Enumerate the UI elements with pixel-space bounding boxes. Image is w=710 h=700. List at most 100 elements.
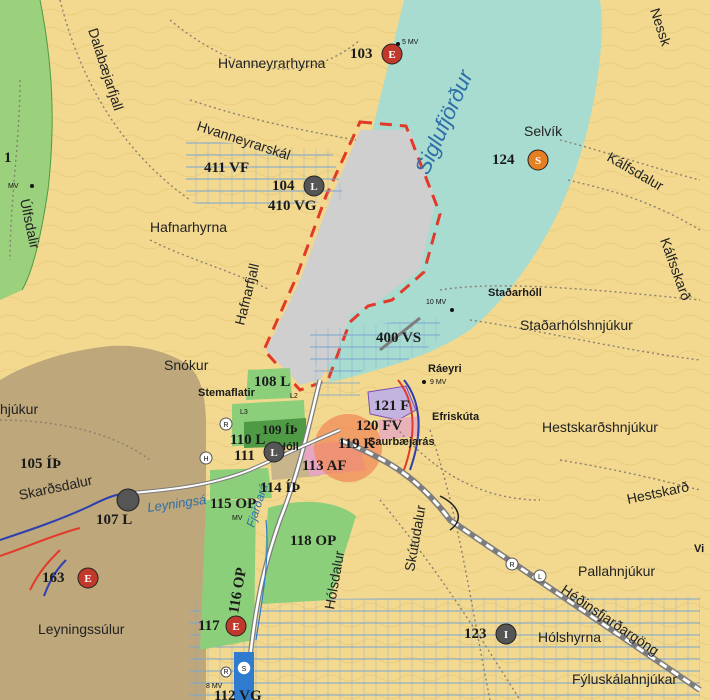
zone-114: 114 ÍÞ xyxy=(260,479,300,496)
elev-10mv: 10 MV xyxy=(426,299,447,306)
zone-121: 121 F xyxy=(374,398,409,414)
hatch-411 xyxy=(186,140,344,210)
symbol-e-103: E xyxy=(381,43,403,65)
zone-410: 410 VG xyxy=(268,198,317,214)
zone-118: 118 OP xyxy=(290,533,336,549)
label-leyningssulur: Leyningssúlur xyxy=(38,621,125,637)
label-stadarholl: Staðarhóll xyxy=(488,287,542,299)
symbol-r-letter: R xyxy=(223,422,228,429)
symbol-s-112-letter: S xyxy=(242,666,247,673)
zone-400: 400 VS xyxy=(376,330,421,346)
zone-l2: L2 xyxy=(290,393,298,400)
symbol-s-124-letter: S xyxy=(535,155,541,167)
symbol-l-tunnel: L xyxy=(533,569,547,583)
green-zone-108 xyxy=(246,368,292,400)
rivers xyxy=(0,379,420,641)
zone-l3: L3 xyxy=(240,409,248,416)
dark-green-111 xyxy=(244,418,306,448)
zone-109: 109 ÍÞ xyxy=(262,422,298,437)
label-fyluskalahnjukar: Fýluskálahnjúkar xyxy=(572,671,677,687)
zone-120: 120 FV xyxy=(356,418,402,434)
symbol-l-tunnel-letter: L xyxy=(538,574,542,581)
green-zone-115 xyxy=(210,468,272,500)
zone-123: 123 xyxy=(464,626,487,642)
label-hafnarhyrna: Hafnarhyrna xyxy=(150,219,227,235)
symbol-r-tunnel-letter: R xyxy=(509,562,514,569)
roads xyxy=(119,316,702,700)
zone-163: 163 xyxy=(42,570,65,586)
label-vi: Vi xyxy=(694,543,704,555)
label-stemaflatir: Stemaflatir xyxy=(198,387,256,399)
brown-zone-105 xyxy=(0,345,206,700)
label-hvanneyrarhyrna: Hvanneyrarhyrna xyxy=(218,55,326,71)
green-zone-116 xyxy=(200,500,256,650)
symbol-l-107 xyxy=(116,488,140,512)
zone-110: 110 L xyxy=(230,432,265,448)
symbol-l-111: L xyxy=(263,441,285,463)
zone-119: 119 K xyxy=(338,436,375,452)
zone-124: 124 xyxy=(492,152,515,168)
symbol-h-parking: H xyxy=(199,451,213,465)
label-raeyri: Ráeyri xyxy=(428,363,462,375)
label-snokur: Snókur xyxy=(164,357,209,373)
pink-zone-120 xyxy=(378,416,420,440)
zone-105: 105 ÍÞ xyxy=(20,455,61,472)
elev-dot-9 xyxy=(422,380,426,384)
green-zone-118 xyxy=(262,501,356,604)
zone-115: 115 OP xyxy=(210,496,256,512)
symbol-s-112: S xyxy=(236,660,252,676)
zone-107: 107 L xyxy=(96,512,132,528)
symbol-h-letter: H xyxy=(203,456,208,463)
label-hestskardshnjukur: Hestskarðshnjúkur xyxy=(542,419,658,435)
label-efriskuta: Efriskúta xyxy=(432,411,480,423)
zone-411: 411 VF xyxy=(204,160,249,176)
symbol-e-163: E xyxy=(77,567,99,589)
label-pallahnjukur: Pallahnjúkur xyxy=(578,563,655,579)
symbol-l-111-letter: L xyxy=(270,447,277,459)
elev-left-mv: MV xyxy=(8,183,19,190)
label-selvik: Selvík xyxy=(524,123,563,139)
symbol-l-104-letter: L xyxy=(310,181,317,193)
label-stadarholshnjukur: Staðarhólshnjúkur xyxy=(520,317,633,333)
zone-113: 113 AF xyxy=(302,458,347,474)
symbol-r-8mv: R xyxy=(220,666,232,678)
west-green-ridge xyxy=(0,0,53,300)
zone-111: 111 xyxy=(234,448,255,464)
hatch-small xyxy=(314,336,360,400)
zone-104: 104 xyxy=(272,178,295,194)
elev-9mv: 9 MV xyxy=(430,379,447,386)
elev-dot-10 xyxy=(450,308,454,312)
west-green-edge xyxy=(21,0,53,291)
symbol-e-117: E xyxy=(225,615,247,637)
symbol-r-8mv-letter: R xyxy=(223,669,228,676)
zone-112: 112 VG xyxy=(214,688,262,700)
symbol-i-123-letter: I xyxy=(504,629,508,641)
symbol-e-103-letter: E xyxy=(388,49,395,61)
hatch-112 xyxy=(190,596,700,700)
zone-108: 108 L xyxy=(254,374,290,390)
symbol-e-163-letter: E xyxy=(84,573,91,585)
elev-115-mv: MV xyxy=(232,515,243,522)
label-holshyrna: Hólshyrna xyxy=(538,629,601,645)
purple-zone-121 xyxy=(367,385,417,421)
label-hjukur: hjúkur xyxy=(0,401,38,417)
zone-117: 117 xyxy=(198,618,220,634)
symbol-i-123: I xyxy=(495,623,517,645)
town-boundary xyxy=(262,120,442,392)
label-saurbaejaras: Saurbæjarás xyxy=(368,436,435,448)
elev-5mv: 5 MV xyxy=(402,39,419,46)
symbol-l-104: L xyxy=(303,175,325,197)
orange-zone-119 xyxy=(314,414,382,482)
zone-1: 1 xyxy=(4,150,12,166)
zone-103: 103 xyxy=(350,46,373,62)
symbol-r-parking: R xyxy=(219,417,233,431)
symbol-s-124: S xyxy=(527,149,549,171)
elev-8mv: 8 MV xyxy=(206,683,223,690)
zone-116: 116 OP xyxy=(226,566,250,614)
town-area xyxy=(266,130,436,385)
symbol-r-tunnel: R xyxy=(505,557,519,571)
elev-dot-left xyxy=(30,184,34,188)
